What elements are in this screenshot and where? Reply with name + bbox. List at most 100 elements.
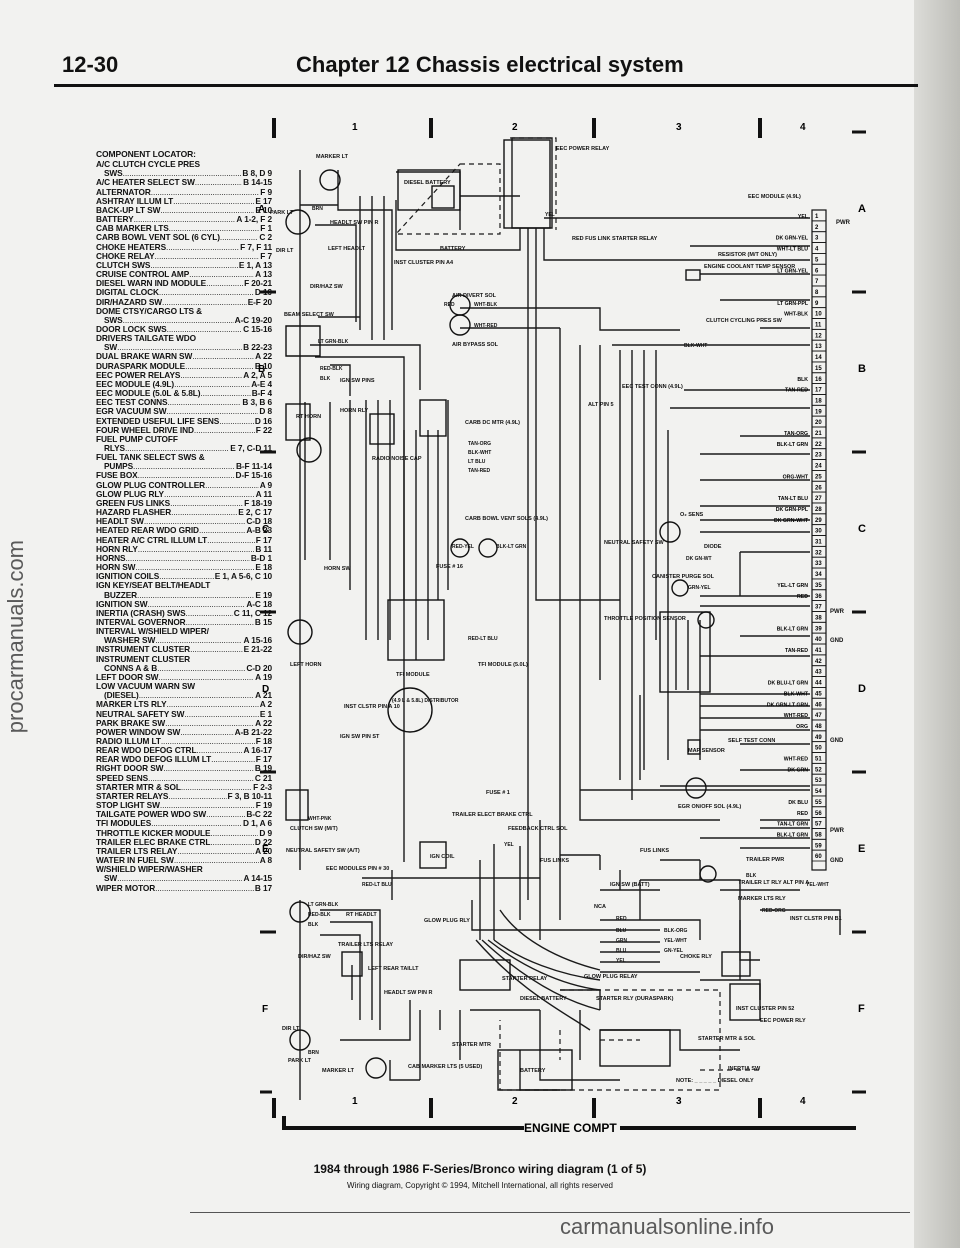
locator-entry-ref: F 22 [255,425,272,435]
eec-pin-number: 16 [815,377,822,383]
locator-entry-label: REAR WDO DEFOG CTRL [96,746,197,756]
locator-entry: EEC MODULE (5.0L & 5.8L)B-F 4 [96,389,272,398]
eec-pin-number: 13 [815,344,822,350]
label-tfi-module-5: TFI MODULE (5.0L) [478,662,528,668]
label-neutral-safety-sw: NEUTRAL SAFETY SW [604,540,664,546]
locator-entry-label: SPEED SENS [96,773,149,783]
label-feedback-ctrl: FEEDBACK CTRL SOL [508,826,568,832]
wire-tag: BLU [616,928,627,934]
locator-entry-label: FOUR WHEEL DRIVE IND [96,425,194,435]
label-inst-clstr-a10: INST CLSTR PIN A 10 [344,704,400,710]
eec-pin-number: 28 [815,507,822,513]
eec-pin-number: 15 [815,366,822,372]
locator-entry-label: DOME CTSY/CARGO LTS & [96,306,203,316]
eec-pin-number: 55 [815,800,822,806]
locator-entry-label: HORNS [96,553,126,563]
eec-pin-number: 43 [815,670,822,676]
label-tfi-module: TFI MODULE [396,672,430,678]
eec-pin-number: 56 [815,811,822,817]
col-label-bottom-3: 3 [676,1096,682,1107]
eec-wire-color-label: RED [797,594,808,600]
locator-entry-ref: A-E 4 [251,379,272,389]
locator-entry-label: GLOW PLUG CONTROLLER [96,480,206,490]
label-inst-cluster-a4: INST CLUSTER PIN A4 [394,260,454,266]
locator-entry-ref: C 21 [254,773,272,783]
eec-pin-number: 50 [815,746,822,752]
label-alt-pin5: ALT PIN 5 [588,402,614,408]
locator-entry-label: ASHTRAY ILLUM LT [96,196,174,206]
label-pwr-3: PWR [830,828,845,834]
locator-entry-label: BACK-UP LT SW [96,205,161,215]
locator-entry-ref: C 15-16 [243,324,272,334]
locator-entry: RLYSE 7, C-D 11 [96,444,272,453]
locator-entry: IGNITION SWA-C 18 [96,600,272,609]
locator-entry: THROTTLE KICKER MODULED 9 [96,829,272,838]
label-dir-lt-2: DIR LT [282,1026,300,1032]
locator-entry-label: (DIESEL) [104,691,139,701]
locator-entry: DOOR LOCK SWSC 15-16 [96,325,272,334]
locator-entry: HORN RLYB 11 [96,545,272,554]
wire-traces [299,137,841,1100]
locator-entry-ref: F 17 [255,535,272,545]
locator-entry-ref: F 1 [260,224,272,234]
locator-entry: SWSB 8, D 9 [96,169,272,178]
wire-tag: BLU [616,948,627,954]
eec-wire-color-label: TAN-RED [785,648,808,654]
locator-entry-label: EEC TEST CONNS [96,398,168,408]
figure-caption-title: 1984 through 1986 F-Series/Bronco wiring… [313,1162,647,1176]
locator-entry-label: TRAILER LTS RELAY [96,846,178,856]
locator-entry-label: HEATER A/C CTRL ILLUM LT [96,535,208,545]
label-rt-horn: RT HORN [296,414,321,420]
label-ign-sw-pin-st: IGN SW PIN ST [340,734,380,740]
locator-entry-label: HORN RLY [96,544,138,554]
locator-entry: EEC MODULE (4.9L)A-E 4 [96,380,272,389]
row-label-left-a: A [258,204,265,215]
locator-entry: DIR/HAZARD SWE-F 20 [96,298,272,307]
eec-pin-number: 27 [815,496,822,502]
locator-entry: LOW VACUUM WARN SW [96,682,272,691]
eec-wire-color-label: BLK-LT GRN [777,442,809,448]
locator-entry: SWA 14-15 [96,874,272,883]
locator-entry-label: BUZZER [104,590,138,600]
row-label-right-c: C [858,523,866,535]
eec-wire-color-label: DK GRN [788,767,809,773]
label-air-divert: AIR DIVERT SOL [452,293,497,299]
col-label-bottom-4: 4 [800,1096,806,1107]
eec-wire-color-label: LT GRN-YEL [777,268,809,274]
eec-pin-number: 7 [815,279,819,285]
eec-pin-number: 3 [815,236,819,242]
label-gnd-2: GND [830,738,844,744]
label-distributor: (4.9 L & 5.8L) DISTRIBUTOR [392,698,459,704]
locator-entry: BACK-UP LT SW E 10 [96,206,272,215]
wire-tag: TAN-ORG [468,441,491,447]
locator-entry-ref: A 1-2, F 2 [236,215,272,225]
locator-entry-label: STARTER MTR & SOL [96,782,181,792]
locator-entry: STARTER RELAYSF 3, B 10-11 [96,792,272,801]
label-ign-sw-batt: IGN SW (BATT) [610,882,650,888]
locator-entry-ref: D 8 [259,407,272,417]
eec-pin-number: 32 [815,550,822,556]
eec-pin-number: 25 [815,474,822,480]
locator-entry-label: SW [104,343,118,353]
locator-entry: SWSA-C 19-20 [96,316,272,325]
wire-tag: LT BLU [468,459,486,465]
locator-entry: ALTERNATORF 9 [96,188,272,197]
locator-entry: DUAL BRAKE WARN SWA 22 [96,352,272,361]
col-label-bottom-2: 2 [512,1096,518,1107]
wire-tag: RED [616,916,627,922]
locator-entry-label: LOW VACUUM WARN SW [96,682,195,692]
eec-wire-color-label: LT GRN-PPL [777,301,809,307]
locator-entry: FUSE BOXD-F 15-16 [96,471,272,480]
locator-entry-ref: E 10 [255,205,272,215]
label-battery-2: BATTERY [520,1068,546,1074]
locator-entry-ref: B 17 [254,883,272,893]
eec-pin-number: 6 [815,268,819,274]
wire-tag: RED-LT BLU [362,882,392,888]
eec-wire-color-label: ORG-WHT [783,474,809,480]
eec-wire-color-label: WHT-LT BLU [777,247,809,253]
locator-entry-ref: A-B 23 [246,526,272,536]
locator-entry: HAZARD FLASHERE 2, C 17 [96,508,272,517]
label-cab-marker: CAB MARKER LTS (5 USED) [408,1064,482,1070]
wire-tag: YEL-WHT [664,938,687,944]
